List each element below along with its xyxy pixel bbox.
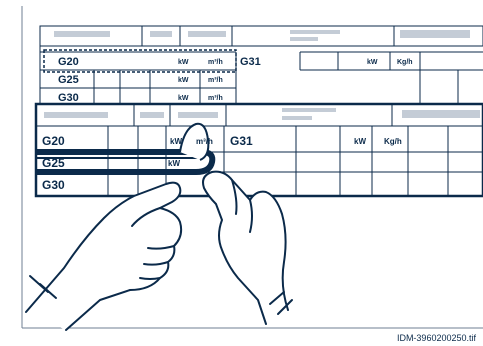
back-row-g25-power-unit: kW — [178, 77, 189, 84]
back-header-bar-6 — [400, 30, 470, 38]
front-right-power-unit: kW — [354, 137, 366, 146]
left-hand-illustration — [26, 183, 181, 330]
front-row-g30-gas: G30 — [42, 178, 65, 192]
front-row-g20-gas: G20 — [42, 134, 65, 148]
back-row-g25-gas: G25 — [58, 74, 79, 86]
back-right-flow-unit: Kg/h — [397, 59, 413, 66]
front-header-bar-6 — [402, 110, 480, 118]
front-row-g25-power-unit: kW — [168, 159, 180, 168]
front-right-flow-unit: Kg/h — [384, 137, 402, 146]
back-row-g20-gas: G20 — [58, 56, 79, 68]
front-header-bar-1 — [44, 112, 108, 118]
back-label — [40, 26, 483, 108]
back-row-g30-power-unit: kW — [178, 95, 189, 102]
back-right-power-unit: kW — [367, 59, 378, 66]
back-right-g31-gas: G31 — [240, 56, 261, 68]
back-header-bar-1 — [54, 31, 110, 37]
front-row-g20-flow-unit: m³/h — [196, 137, 213, 146]
back-row-g30-flow-unit: m³/h — [208, 95, 223, 102]
back-header-bar-4 — [290, 30, 340, 34]
back-header-bar-3 — [188, 31, 226, 37]
back-row-g30-gas: G30 — [58, 92, 79, 104]
back-row-g25-flow-unit: m³/h — [208, 77, 223, 84]
front-header-bar-4 — [282, 108, 336, 112]
front-right-g31-gas: G31 — [230, 134, 253, 148]
front-header-bar-2 — [140, 112, 164, 118]
back-row-g20-power-unit: kW — [178, 59, 189, 66]
back-header-bar-2 — [150, 31, 172, 37]
front-row-g25-gas: G25 — [42, 156, 65, 170]
front-header-bar-3 — [178, 112, 218, 118]
back-row-g20-flow-unit: m³/h — [208, 59, 223, 66]
front-row-g20-power-unit: kW — [170, 137, 182, 146]
front-header-bar-5 — [282, 116, 312, 120]
figure-id-caption: IDM-3960200250.tif — [397, 333, 477, 343]
back-header-bar-5 — [290, 37, 318, 41]
